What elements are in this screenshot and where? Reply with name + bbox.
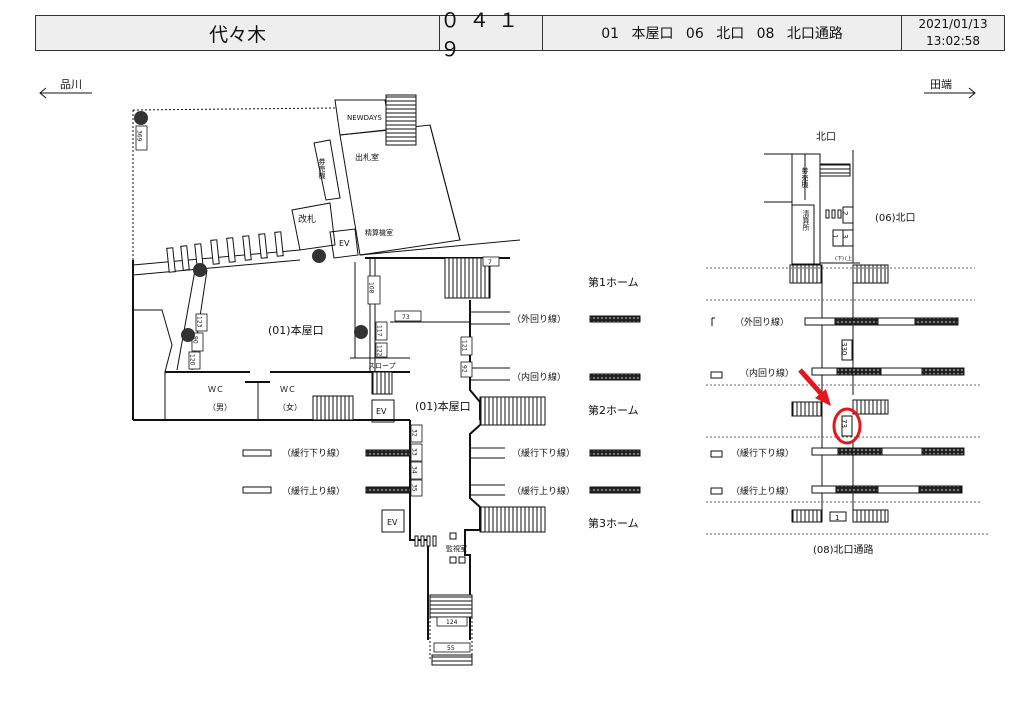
ad-number: 33 (411, 448, 418, 456)
direction-left-label: 品川 (60, 78, 82, 91)
ad-number-highlighted: 73 (840, 419, 848, 428)
north-exit-label: 北口 (816, 131, 836, 143)
ad-number: 90 (192, 336, 199, 344)
slope-label: スロープ (368, 362, 396, 370)
ad-number: 330 (840, 342, 848, 355)
left-map (132, 94, 641, 666)
track-label: （緩行上り線） (731, 485, 794, 497)
platform-2-label: 第2ホーム (588, 403, 639, 417)
left-labels: NEWDAYS 出札室 券売機 改札 精算機室 EV (01)本屋口 スロープ … (136, 114, 639, 652)
direction-right: 田端 (924, 78, 976, 99)
track-label: （緩行上り線） (512, 485, 575, 497)
fare-room-label: 精算機室 (365, 228, 393, 237)
elevator-label: EV (387, 518, 398, 527)
wc-women-label: ＷＣ (280, 385, 296, 394)
track-label: （外回り線） (735, 316, 789, 328)
direction-up: (上) (845, 255, 854, 262)
red-circle-icon (832, 407, 862, 445)
track-label: （内回り線） (740, 367, 794, 379)
red-arrow-icon (798, 368, 826, 399)
ad-number: 2 (841, 211, 849, 215)
ad-number: 124 (446, 619, 458, 626)
wc-men-label: ＷＣ (208, 385, 224, 394)
exit-list: 01 本屋口 06 北口 08 北口通路 (543, 16, 903, 50)
ad-number: 35 (411, 484, 418, 492)
track-label: （緩行下り線） (731, 447, 794, 459)
track-label: （内回り線） (512, 371, 566, 383)
track-label: （緩行下り線） (512, 447, 575, 459)
direction-left: 品川 (39, 78, 92, 99)
ad-number: 122 (376, 345, 383, 357)
pillar-icon (134, 111, 368, 342)
track-label: （緩行下り線） (282, 447, 345, 459)
exit-label: (01)本屋口 (268, 323, 324, 337)
exit-label: (06)北口 (875, 212, 916, 224)
women-label: （女） (278, 402, 302, 412)
ad-number: 369 (136, 130, 143, 142)
direction-down: (下) (835, 256, 844, 262)
arrow-right-icon (924, 87, 976, 99)
ad-number: 92 (461, 365, 468, 373)
direction-right-label: 田端 (930, 78, 952, 91)
track-label: （緩行上り線） (282, 485, 345, 497)
room-ticket-office: 出札室 (355, 152, 379, 162)
ad-number: 32 (411, 429, 418, 437)
ad-number: 3 (841, 234, 849, 238)
elevator-label: EV (376, 407, 387, 416)
ad-number: 34 (411, 466, 418, 474)
fare-office-label: 清算所 (802, 209, 810, 232)
ad-number: 73 (402, 314, 410, 321)
ad-number: 123 (196, 316, 203, 328)
ad-number: 7 (488, 259, 492, 266)
ad-number: 1 (831, 234, 839, 238)
exit-label: (01)本屋口 (415, 399, 471, 413)
men-label: （男） (208, 403, 232, 412)
passage-label: (08)北口通路 (813, 543, 874, 556)
ad-number: 108 (368, 282, 375, 294)
ad-number: 120 (189, 354, 196, 366)
right-labels: 北口 (06)北口 券売機 清算所 （外回り線） （内回り線） （緩行下り線） … (731, 131, 916, 556)
ticket-machine-label: 券売機 (801, 166, 809, 189)
track-label: （外回り線） (512, 313, 566, 325)
time: 13:02:58 (926, 34, 981, 48)
ad-number: 55 (447, 645, 455, 652)
platform-3-label: 第3ホーム (588, 516, 639, 530)
highlight-marker (798, 368, 862, 445)
arrow-left-icon (39, 87, 92, 99)
ad-number: 1 (835, 514, 839, 522)
platform-1-label: 第1ホーム (588, 275, 639, 289)
ad-number: 117 (376, 325, 383, 337)
timestamp: 2021/01/13 13:02:58 (902, 16, 1004, 50)
ad-number: 121 (461, 340, 468, 352)
right-map (706, 150, 988, 535)
gate-label: 改札 (298, 213, 316, 225)
ad-numbers: 369 7 108 73 117 122 121 92 123 90 120 3… (136, 130, 493, 652)
ticket-machine-label: 券売機 (318, 157, 326, 180)
shop-newdays: NEWDAYS (347, 114, 382, 122)
elevator-label: EV (339, 239, 350, 248)
monitor-room-label: 監視室 (446, 544, 467, 553)
station-name: 代々木 (36, 16, 441, 50)
date: 2021/01/13 (918, 17, 988, 31)
